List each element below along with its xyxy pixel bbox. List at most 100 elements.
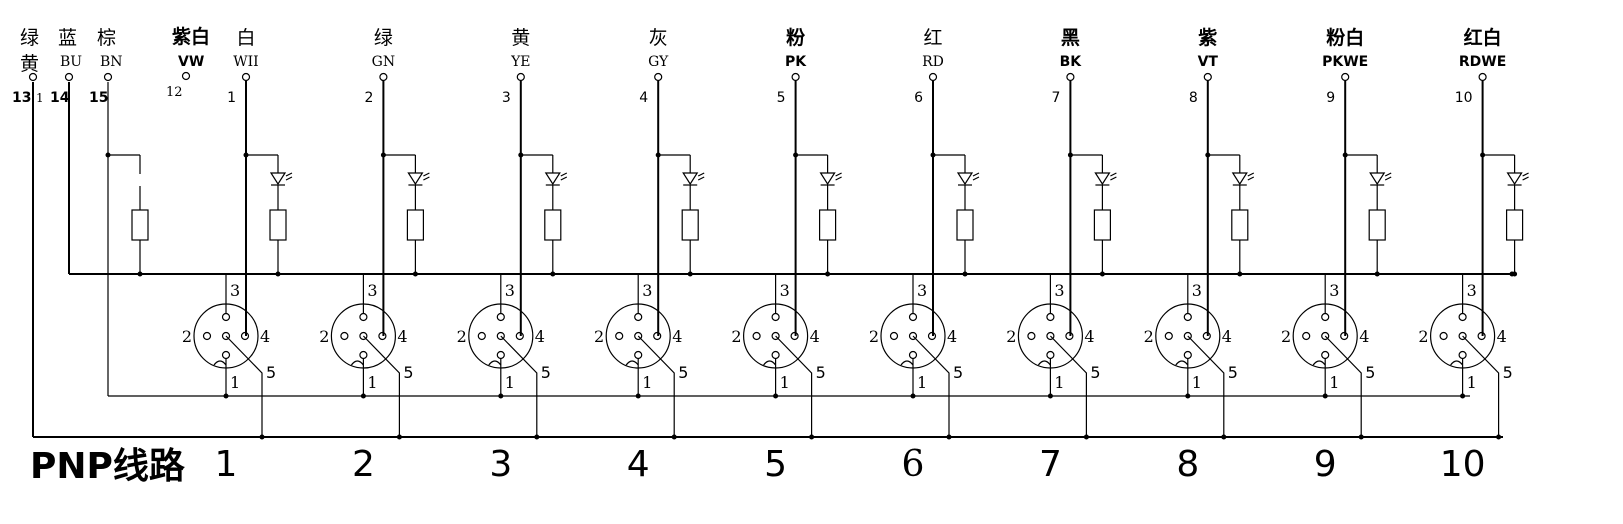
channel-color-code: WII <box>233 54 258 70</box>
terminal-number: 1 <box>36 91 44 105</box>
resistor <box>406 209 424 241</box>
pin-5-lead <box>1324 335 1362 437</box>
channel-color-code: RD <box>922 54 944 70</box>
led-light-rays <box>972 172 980 181</box>
led-icon <box>682 172 699 186</box>
channel-number: 6 <box>914 90 923 106</box>
resistor <box>1231 209 1249 241</box>
pin-label-2: 2 <box>457 327 467 346</box>
pin-1 <box>1458 350 1467 360</box>
pin-label-1: 1 <box>1467 373 1477 392</box>
channel-color-cn: 黑 <box>1061 27 1080 49</box>
pin-3 <box>359 312 368 322</box>
pin-5-lead <box>225 335 263 437</box>
pin-5-lead <box>775 335 813 437</box>
pin-4 <box>653 331 662 341</box>
pin-label-1: 1 <box>505 373 515 392</box>
pin-label-3: 3 <box>1329 281 1339 300</box>
pin-1 <box>1321 350 1330 360</box>
led-icon <box>544 172 561 186</box>
channel-color-code: BK <box>1060 54 1083 70</box>
terminal-number: 14 <box>50 90 70 106</box>
terminal-circle <box>1203 72 1212 82</box>
channel-bottom-number: 7 <box>1039 444 1062 485</box>
channel-bottom-number: 2 <box>352 444 375 485</box>
pin-label-4: 4 <box>1359 327 1369 346</box>
terminal-number: 13 <box>12 90 31 106</box>
pin-5-lead <box>912 335 950 437</box>
channel-number: 7 <box>1051 90 1060 106</box>
channel-bottom-number: 8 <box>1176 444 1199 485</box>
pin-label-4: 4 <box>535 327 545 346</box>
pin-2 <box>1439 331 1448 341</box>
pin-4 <box>240 331 250 341</box>
pin-label-2: 2 <box>319 327 329 346</box>
channel-number: 10 <box>1455 90 1473 106</box>
footer-title: PNP线路 <box>30 446 186 487</box>
pin-label-5: 5 <box>1090 363 1100 382</box>
pin-1 <box>221 350 231 360</box>
channel-bottom-number: 3 <box>489 444 512 485</box>
channel-color-cn: 灰 <box>649 27 668 49</box>
terminal-circle <box>28 72 38 82</box>
led-icon <box>407 172 424 186</box>
channel-number: 2 <box>364 90 373 106</box>
led-icon <box>1094 172 1111 186</box>
channel-color-cn: 粉白 <box>1326 26 1364 49</box>
channel-color-cn: 白 <box>236 27 255 49</box>
terminal-color-cn: 棕 <box>97 27 116 49</box>
channel-color-code: GN <box>372 54 395 70</box>
channel-number: 1 <box>227 90 236 106</box>
led-icon <box>956 172 974 186</box>
pin-3 <box>1321 312 1330 322</box>
pin-2 <box>202 331 212 341</box>
channel-number: 5 <box>777 90 786 106</box>
pin-4 <box>1065 331 1074 341</box>
pin-label-2: 2 <box>1006 327 1016 346</box>
terminal-number: 12 <box>166 85 183 100</box>
pin-1 <box>634 350 643 360</box>
pin-label-2: 2 <box>1144 327 1154 346</box>
terminal-circle <box>1066 72 1075 82</box>
pin-center <box>634 331 643 341</box>
pin-label-4: 4 <box>260 327 270 346</box>
pin-3 <box>908 312 918 322</box>
channel-bottom-number: 1 <box>215 444 238 485</box>
pin-5-lead <box>500 335 538 437</box>
resistor <box>1505 209 1524 241</box>
connector-key <box>488 360 502 366</box>
pin-2 <box>752 331 761 341</box>
pin-center <box>908 331 918 341</box>
pin-2 <box>615 331 624 341</box>
pin-2 <box>889 331 899 341</box>
channel-color-cn: 紫 <box>1198 27 1217 49</box>
pin-1 <box>496 350 505 360</box>
pin-label-2: 2 <box>1281 327 1291 346</box>
pin-5-lead <box>362 335 400 437</box>
channel-number: 8 <box>1189 90 1198 106</box>
pin-label-3: 3 <box>367 281 377 300</box>
led-light-rays <box>560 172 568 181</box>
connector-key <box>763 360 777 366</box>
led-light-rays <box>835 172 842 181</box>
channel-color-cn: 粉 <box>786 26 805 49</box>
channel-bottom-number: 10 <box>1440 444 1486 485</box>
pin-label-1: 1 <box>917 373 927 392</box>
resistor <box>1093 209 1112 241</box>
channel-color-code: PKWE <box>1322 54 1368 70</box>
pin-4 <box>790 331 799 341</box>
pin-3 <box>771 312 780 322</box>
pin-label-5: 5 <box>541 363 551 382</box>
channel-color-code: RDWE <box>1459 54 1506 70</box>
connector-key <box>213 360 227 366</box>
pin-label-4: 4 <box>810 327 820 346</box>
led-icon <box>269 172 287 186</box>
terminal-color-code: VW <box>178 54 204 70</box>
pin-4 <box>515 331 524 341</box>
